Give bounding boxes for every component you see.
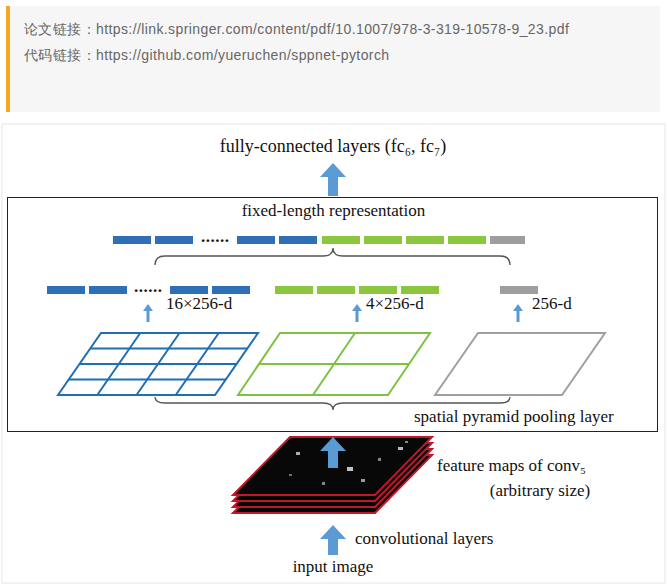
green-bar <box>364 236 402 244</box>
flow-arrows <box>320 163 346 555</box>
up-arrow <box>320 163 346 196</box>
up-arrow <box>320 437 346 468</box>
blue-bar <box>170 286 208 294</box>
link-box: 论文链接：https://link.springer.com/content/p… <box>6 6 660 112</box>
brace <box>155 248 510 265</box>
input-label: input image <box>293 557 374 577</box>
up-arrow <box>513 304 523 322</box>
green-bar <box>448 236 486 244</box>
green-bar <box>317 286 355 294</box>
up-arrow <box>352 304 362 322</box>
green-bar <box>359 286 397 294</box>
blue-bar <box>237 236 275 244</box>
feature-maps <box>233 437 432 513</box>
ellipsis: ...... <box>201 227 230 247</box>
spp-layer-box: fixed-length representation spatial pyram… <box>7 197 658 432</box>
grey-bar <box>490 236 525 244</box>
up-arrow <box>320 525 346 555</box>
layer-label: convolutional layers <box>355 529 493 549</box>
pooled-bars <box>47 286 538 294</box>
layer-label: spatial pyramid pooling layer <box>414 407 614 427</box>
activations <box>289 441 408 485</box>
green-bar <box>406 236 444 244</box>
dimension-label: 4×256-d <box>366 294 424 314</box>
dimension-label: 16×256-d <box>166 294 232 314</box>
row-heading: fixed-length representation <box>242 201 426 221</box>
grey-bar <box>500 286 538 294</box>
paper-link: 论文链接：https://link.springer.com/content/p… <box>24 16 646 42</box>
ellipsis: ...... <box>134 277 163 297</box>
code-link: 代码链接：https://github.com/yueruchen/sppnet… <box>24 42 646 68</box>
green-bar <box>322 236 360 244</box>
blue-bar <box>155 236 193 244</box>
feature-map <box>233 437 432 495</box>
green-bar <box>275 286 313 294</box>
grid-2x2 <box>238 333 430 395</box>
blue-bar <box>212 286 250 294</box>
output-label: fully-connected layers (fc₆, fc₇) <box>220 136 446 157</box>
grid-4x4 <box>58 333 258 395</box>
figure-panel <box>2 124 665 583</box>
fixed-length-bars <box>113 236 525 244</box>
green-bar <box>401 286 439 294</box>
feature-map-label: feature maps of conv₅ <box>437 456 586 476</box>
blue-bar <box>47 286 85 294</box>
blue-bar <box>279 236 317 244</box>
blue-bar <box>113 236 151 244</box>
up-arrow <box>143 304 153 322</box>
blue-bar <box>89 286 127 294</box>
dimension-label: 256-d <box>532 294 572 314</box>
grid-1x1 <box>435 333 605 395</box>
size-note: (arbitrary size) <box>490 481 591 501</box>
